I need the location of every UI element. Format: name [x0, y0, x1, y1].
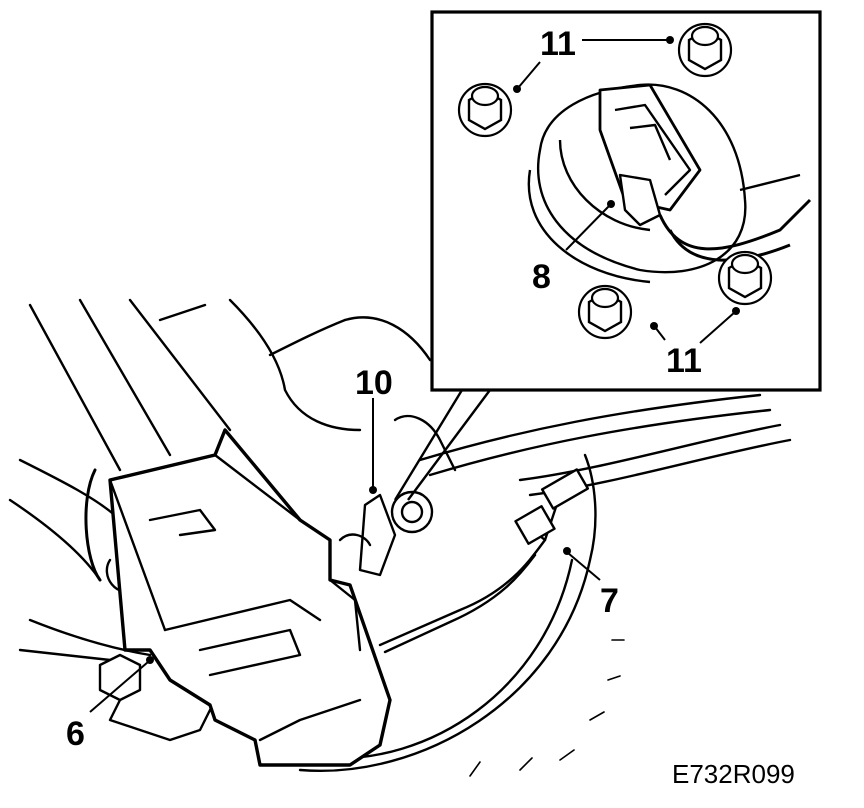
- leader-11-topleft: [517, 61, 541, 89]
- callout-11-bottom: 11: [666, 342, 702, 380]
- callout-8: 8: [532, 258, 551, 296]
- callout-10: 10: [355, 364, 393, 402]
- figure-code: E732R099: [672, 759, 795, 789]
- nut-upper-right: [677, 22, 733, 78]
- leader-8: [565, 204, 611, 251]
- brake-line-upper: [418, 393, 762, 462]
- nut-lower-left: [577, 284, 633, 340]
- drive-shaft: [18, 458, 122, 522]
- leader-11-bottom: [699, 311, 736, 344]
- callout-7: 7: [600, 582, 619, 620]
- leader-11-bottom-left: [654, 326, 666, 341]
- main-scene: [8, 298, 792, 777]
- brake-disc: [298, 453, 597, 773]
- wheel-sensor: [358, 493, 397, 577]
- brake-line-lower: [518, 423, 782, 482]
- leader-6: [89, 661, 149, 713]
- callout-11-top: 11: [540, 25, 576, 63]
- leader-7: [567, 552, 601, 581]
- detail-inset: [393, 10, 822, 501]
- inset-pointer: [393, 389, 491, 501]
- main-leaders: [89, 398, 601, 713]
- callout-6: 6: [66, 715, 85, 753]
- control-arm: [28, 303, 122, 472]
- bolt-6: [98, 653, 142, 702]
- nut-upper-left: [457, 82, 513, 138]
- nut-lower-right: [717, 250, 773, 306]
